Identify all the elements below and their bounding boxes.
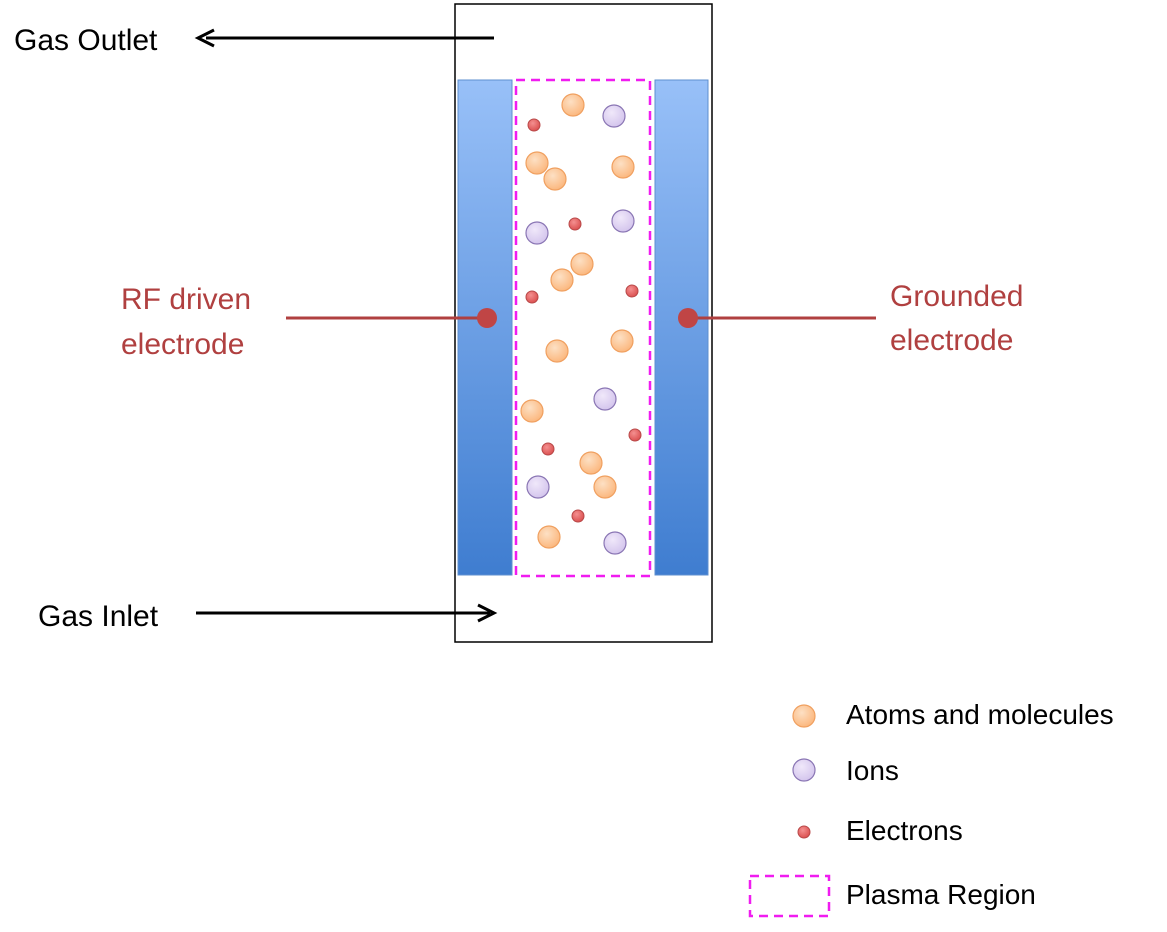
- ion-particle: [603, 531, 627, 555]
- legend-plasma-swatch: [748, 874, 831, 918]
- electron-particle: [571, 509, 585, 523]
- rf-electrode-leader: [286, 308, 497, 328]
- legend-atom-swatch: [792, 704, 816, 728]
- atom-particle: [570, 252, 594, 276]
- legend-ions-label: Ions: [846, 755, 899, 786]
- atom-particle: [525, 151, 549, 175]
- grounded-electrode: [654, 79, 709, 576]
- gas-outlet-arrow: [194, 28, 494, 48]
- grounded-electrode-label-line1: Grounded: [890, 280, 1023, 313]
- ion-particle: [593, 387, 617, 411]
- rf-electrode-label-line1: RF driven: [121, 283, 251, 316]
- rf-driven-electrode: [457, 79, 513, 576]
- atom-particle: [579, 451, 603, 475]
- atom-particle: [611, 155, 635, 179]
- electron-particle: [541, 442, 555, 456]
- electron-particle: [628, 428, 642, 442]
- electron-particle: [625, 284, 639, 298]
- gas-inlet-arrow: [196, 603, 498, 623]
- atom-particle: [610, 329, 634, 353]
- legend-atoms-label: Atoms and molecules: [846, 699, 1114, 730]
- grounded-electrode-label-line2: electrode: [890, 324, 1013, 357]
- ion-particle: [602, 104, 626, 128]
- reactor-chamber: [454, 3, 713, 643]
- atom-particle: [537, 525, 561, 549]
- ion-particle: [611, 209, 635, 233]
- ion-particle: [526, 475, 550, 499]
- atom-particle: [593, 475, 617, 499]
- electron-particle: [527, 118, 541, 132]
- legend-plasma-label: Plasma Region: [846, 879, 1036, 910]
- electron-particle: [568, 217, 582, 231]
- legend: Atoms and molecules Ions Electrons Plasm…: [748, 699, 1114, 918]
- atom-particle: [561, 93, 585, 117]
- ion-particle: [525, 221, 549, 245]
- grounded-electrode-leader: [678, 308, 876, 328]
- legend-ion-swatch: [792, 758, 816, 782]
- atom-particle: [545, 339, 569, 363]
- legend-electrons-label: Electrons: [846, 815, 963, 846]
- legend-electron-swatch: [797, 825, 811, 839]
- gas-outlet-label: Gas Outlet: [14, 24, 158, 57]
- atom-particle: [550, 268, 574, 292]
- rf-electrode-label-line2: electrode: [121, 328, 244, 361]
- electron-particle: [525, 290, 539, 304]
- atom-particle: [543, 167, 567, 191]
- gas-inlet-label: Gas Inlet: [38, 600, 159, 633]
- particles: [520, 93, 642, 555]
- atom-particle: [520, 399, 544, 423]
- plasma-region: [514, 78, 652, 578]
